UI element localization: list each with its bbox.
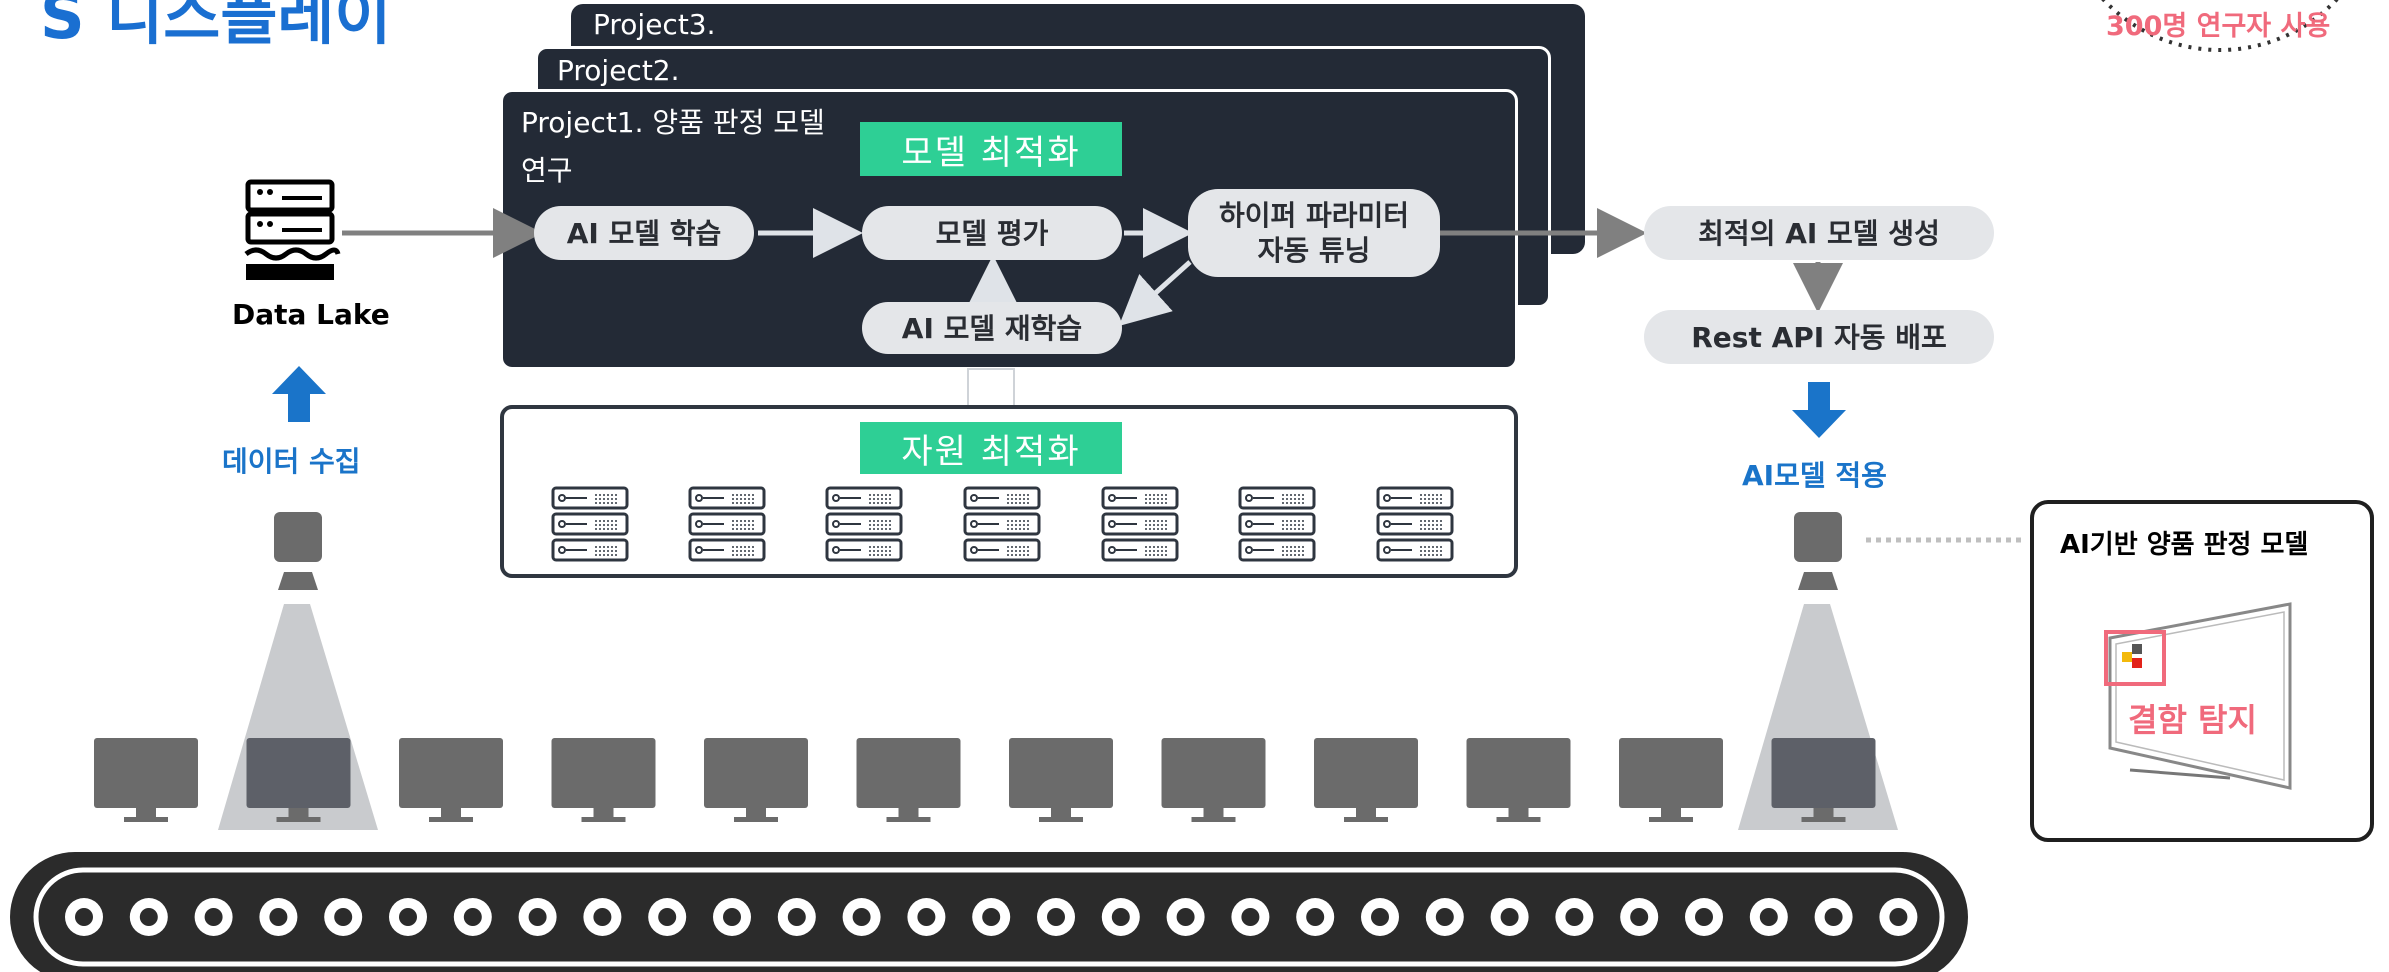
project3-label: Project3. bbox=[593, 8, 716, 41]
data-lake-icon bbox=[244, 179, 341, 280]
monitor-icon bbox=[94, 738, 198, 822]
page-title: S 디스플레이 bbox=[40, 0, 392, 53]
resource-optimization-badge: 자원 최적화 bbox=[860, 422, 1122, 474]
monitor-icon bbox=[1161, 738, 1266, 822]
monitor-icon bbox=[1009, 738, 1113, 822]
monitor-icon bbox=[1771, 738, 1876, 822]
model-optimization-badge: 모델 최적화 bbox=[860, 122, 1122, 176]
step-ai-train: AI 모델 학습 bbox=[534, 206, 754, 260]
monitor-icon bbox=[246, 738, 351, 822]
defect-highlight-box bbox=[2104, 630, 2166, 686]
users-badge-circle bbox=[2101, 0, 2339, 52]
monitor-icon bbox=[399, 738, 503, 822]
monitor-icon bbox=[704, 738, 808, 822]
step-model-evaluate: 모델 평가 bbox=[862, 206, 1122, 260]
monitor-icon bbox=[1466, 738, 1571, 822]
monitor-icon bbox=[551, 738, 656, 822]
users-badge-text: 300명 연구자 사용 bbox=[2106, 11, 2331, 42]
defect-detection-label: 결함 탐지 bbox=[2128, 701, 2257, 739]
camera-icon-left bbox=[274, 512, 322, 562]
monitor-icon bbox=[1619, 738, 1723, 822]
camera-icon-right bbox=[1794, 512, 1842, 562]
monitor-icon bbox=[1314, 738, 1418, 822]
ai-apply-label: AI모델 적용 bbox=[1742, 459, 1887, 492]
monitor-icon bbox=[856, 738, 961, 822]
step-best-model: 최적의 AI 모델 생성 bbox=[1644, 206, 1994, 260]
download-arrow-icon bbox=[1792, 382, 1846, 438]
step-ai-retrain: AI 모델 재학습 bbox=[862, 302, 1122, 354]
data-collect-label: 데이터 수집 bbox=[222, 445, 361, 478]
step-rest-api-deploy: Rest API 자동 배포 bbox=[1644, 310, 1994, 364]
step-tuning-line1: 하이퍼 파라미터 bbox=[1218, 199, 1410, 232]
project2-label: Project2. bbox=[557, 54, 680, 87]
project1-label-line2: 연구 bbox=[521, 154, 573, 187]
step-hyperparameter-tuning: 하이퍼 파라미터 자동 튜닝 bbox=[1188, 189, 1440, 277]
data-lake-label: Data Lake bbox=[232, 298, 390, 331]
step-tuning-line2: 자동 튜닝 bbox=[1257, 234, 1371, 267]
ai-model-panel bbox=[2030, 500, 2374, 842]
ai-model-panel-title: AI기반 양품 판정 모델 bbox=[2060, 530, 2309, 560]
tv-icon bbox=[2104, 602, 2292, 790]
project1-label-line1: Project1. 양품 판정 모델 bbox=[521, 106, 825, 139]
upload-arrow-icon bbox=[272, 366, 326, 422]
